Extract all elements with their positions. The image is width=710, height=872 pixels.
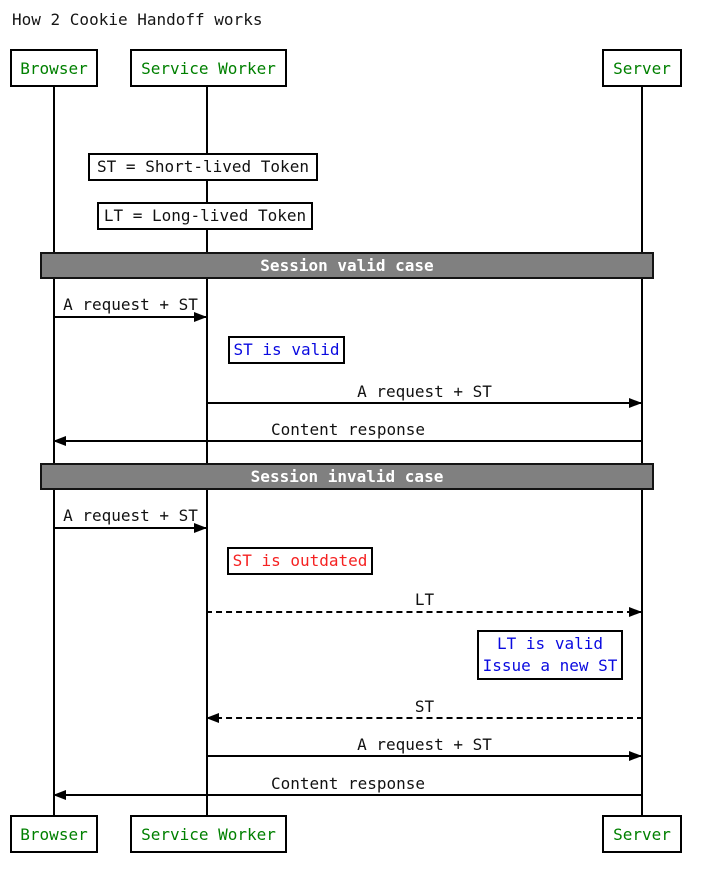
participant-service-worker-top: Service Worker bbox=[130, 49, 287, 87]
note-st-definition-text: ST = Short-lived Token bbox=[97, 157, 309, 176]
participant-service-worker-label: Service Worker bbox=[141, 58, 276, 78]
message-line bbox=[206, 402, 643, 404]
message-label: LT bbox=[414, 590, 435, 609]
participant-service-worker-label: Service Worker bbox=[141, 824, 276, 844]
divider-session-invalid: Session invalid case bbox=[40, 463, 654, 490]
participant-server-top: Server bbox=[602, 49, 682, 87]
arrowhead-right-icon bbox=[629, 398, 642, 408]
message-label: Content response bbox=[270, 774, 426, 793]
arrowhead-right-icon bbox=[194, 312, 207, 322]
message-line bbox=[53, 316, 208, 318]
message-line bbox=[53, 527, 208, 529]
divider-session-invalid-text: Session invalid case bbox=[250, 467, 444, 486]
divider-session-valid: Session valid case bbox=[40, 252, 654, 279]
participant-service-worker-bottom: Service Worker bbox=[130, 815, 287, 853]
message-label: Content response bbox=[270, 420, 426, 439]
note-lt-valid: LT is valid Issue a new ST bbox=[477, 630, 623, 680]
note-lt-valid-line2: Issue a new ST bbox=[482, 656, 618, 675]
note-lt-definition: LT = Long-lived Token bbox=[97, 202, 313, 230]
arrowhead-left-icon bbox=[206, 713, 219, 723]
message-label: A request + ST bbox=[357, 735, 492, 754]
message-line-dashed bbox=[206, 611, 643, 613]
message-line bbox=[53, 794, 643, 796]
note-st-outdated-text: ST is outdated bbox=[232, 551, 368, 570]
service-worker-lifeline bbox=[206, 86, 208, 816]
message-line bbox=[53, 440, 643, 442]
browser-lifeline bbox=[53, 86, 55, 816]
arrowhead-right-icon bbox=[194, 523, 207, 533]
message-label: ST bbox=[414, 697, 435, 716]
note-lt-definition-text: LT = Long-lived Token bbox=[103, 206, 307, 225]
participant-browser-bottom: Browser bbox=[10, 815, 98, 853]
note-st-valid-text: ST is valid bbox=[233, 340, 340, 359]
participant-server-bottom: Server bbox=[602, 815, 682, 853]
participant-browser-top: Browser bbox=[10, 49, 98, 87]
server-lifeline bbox=[641, 86, 643, 816]
note-st-definition: ST = Short-lived Token bbox=[88, 153, 318, 181]
arrowhead-left-icon bbox=[53, 436, 66, 446]
message-line bbox=[206, 755, 643, 757]
note-st-outdated: ST is outdated bbox=[227, 547, 373, 575]
participant-browser-label: Browser bbox=[20, 58, 88, 78]
arrowhead-right-icon bbox=[629, 607, 642, 617]
divider-session-valid-text: Session valid case bbox=[260, 256, 434, 275]
participant-server-label: Server bbox=[613, 824, 671, 844]
message-label: A request + ST bbox=[63, 506, 198, 525]
message-label: A request + ST bbox=[357, 382, 492, 401]
participant-server-label: Server bbox=[613, 58, 671, 78]
arrowhead-right-icon bbox=[629, 751, 642, 761]
message-line-dashed bbox=[206, 717, 643, 719]
note-lt-valid-line1: LT is valid bbox=[497, 634, 603, 653]
message-label: A request + ST bbox=[63, 295, 198, 314]
arrowhead-left-icon bbox=[53, 790, 66, 800]
note-st-valid: ST is valid bbox=[228, 336, 345, 364]
participant-browser-label: Browser bbox=[20, 824, 88, 844]
diagram-title: How 2 Cookie Handoff works bbox=[12, 10, 263, 29]
